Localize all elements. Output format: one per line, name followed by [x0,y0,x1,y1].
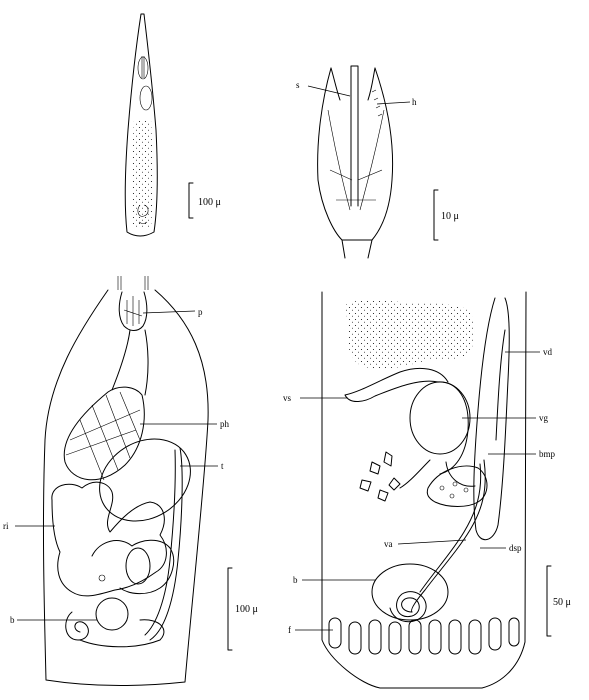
stylet-base [341,239,373,259]
whole-animal-stylet [141,56,145,78]
label-p: p [198,307,203,317]
bursa-spiral [389,591,427,623]
stylet-figure: s h 10 μ [296,65,459,259]
label-h: h [412,97,417,107]
scale-label: 50 μ [553,597,571,608]
stylet-hook-left [330,67,341,101]
intestine [51,481,167,597]
vas-deferens-inner [495,329,506,441]
label-t: t [221,461,224,471]
vesicula-granulorum [409,381,471,455]
stylet-scale-bar: 10 μ [433,189,459,241]
label-vs: vs [283,393,292,403]
bulbus-mucosus [426,465,488,507]
scale-label: 100 μ [198,197,221,208]
label-b: b [293,575,298,585]
whole-animal-parenchyma [131,120,153,228]
proboscis-detail [123,296,143,326]
whole-animal-scale-bar: 100 μ [188,182,221,219]
leader-va [397,539,467,545]
stylet-inner-lines [327,109,385,211]
stylet-hook-right [367,67,376,101]
bursa [371,563,449,621]
scale-label: 100 μ [235,604,258,615]
whole-animal-testis [139,85,153,111]
stylet-sheath-outline [317,67,394,241]
vas-deferens [144,447,183,641]
pharynx-grid [65,391,141,481]
bulbus-mucosus-cells [439,481,469,499]
vas-deferens-loop [473,297,510,540]
body-section-figure: p ph t ri b 100 μ [3,276,258,687]
reproductive-figure: vd vs vg bmp va dsp b f 50 μ [283,291,571,689]
label-vg: vg [539,413,549,423]
whole-animal-figure: 100 μ [124,13,221,237]
ductus-spermaticus [411,459,486,613]
follicles [328,617,520,655]
vesicula-granulorum [125,547,151,585]
copulatory-organ [91,539,175,595]
label-f: f [288,625,291,635]
testis [99,438,191,522]
leader-h [376,101,411,105]
body-section-scale-bar: 100 μ [227,567,258,651]
whole-animal-copulatory-organ [137,204,149,224]
scale-label: 10 μ [441,211,459,222]
leader-s [307,85,351,97]
copulatory-bulb [399,459,476,489]
whole-animal-outline [124,13,158,237]
glands [359,451,401,502]
pharynx [63,386,145,481]
label-b: b [10,615,15,625]
label-bmp: bmp [539,449,556,459]
label-vd: vd [543,347,553,357]
leader-p [142,310,196,314]
gut-mass [345,300,475,369]
whole-animal-pharynx [137,56,149,80]
proboscis [118,291,148,331]
label-ri: ri [3,521,9,531]
vesicula-seminalis [344,367,449,402]
stylet-shaft [350,65,359,207]
spiral-duct [65,611,165,648]
pharynx-duct [111,329,149,396]
bursa [95,597,129,631]
posterior-outline [321,291,527,689]
vesicula-granulorum-wall [435,381,469,475]
body-outline [42,289,209,687]
label-dsp: dsp [509,543,522,553]
anterior-spines [117,276,149,290]
label-s: s [296,80,300,90]
stylet-spines [371,89,383,117]
label-va: va [384,539,393,549]
label-ph: ph [220,419,230,429]
eyespot [98,574,106,582]
reproductive-scale-bar: 50 μ [546,565,571,637]
